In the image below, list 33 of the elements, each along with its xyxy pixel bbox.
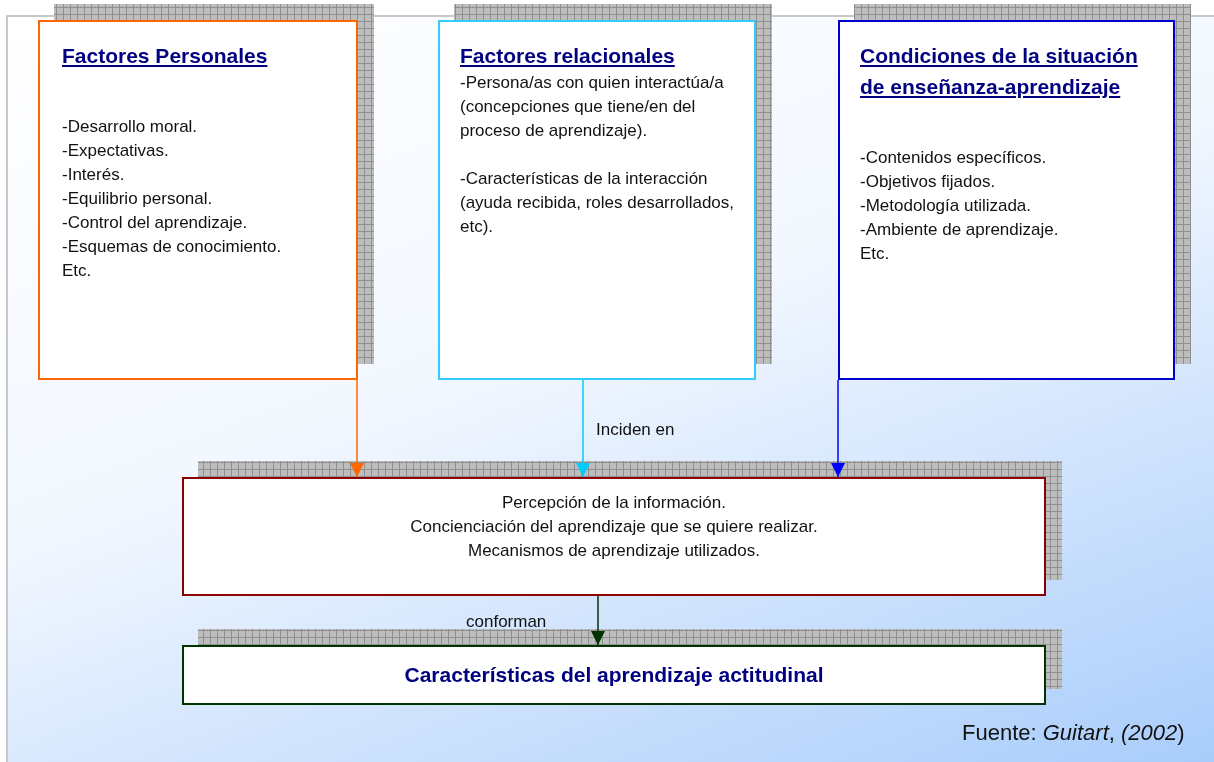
list-item: -Equilibrio personal. xyxy=(62,188,214,210)
edge-label: Inciden en xyxy=(596,420,675,440)
text-box xyxy=(438,20,756,380)
list-item: -Expectativas. xyxy=(62,140,170,162)
list-item: -Interés. xyxy=(62,164,126,186)
list-item: -Esquemas de conocimiento. xyxy=(62,236,283,258)
arrow xyxy=(350,379,364,478)
list-item: -Persona/as con quien interactúa/a (concepciones que tiene/en del proceso de aprendizaje). xyxy=(460,72,725,142)
box-heading: Factores Personales xyxy=(62,43,268,69)
box-title: Características del aprendizaje actitudinal xyxy=(403,662,825,688)
list-item: -Contenidos específicos. xyxy=(860,147,1048,169)
process-box xyxy=(182,477,1046,596)
list-item: Etc. xyxy=(860,243,891,265)
list-item: Etc. xyxy=(62,260,93,282)
edge-label: conforman xyxy=(466,612,547,632)
list-item: -Características de la interacción (ayuda recibida, roles desarrollados, etc). xyxy=(460,168,736,238)
box-heading: Condiciones de la situación de enseñanza-aprendizaje xyxy=(860,43,1139,100)
source-note: Fuente: Guitart, (2002) xyxy=(962,720,1185,746)
text-box xyxy=(38,20,358,380)
box-text: Percepción de la información. xyxy=(501,492,727,514)
arrow xyxy=(831,379,845,478)
arrow xyxy=(591,595,605,646)
text-box xyxy=(838,20,1175,380)
list-item: -Objetivos fijados. xyxy=(860,171,997,193)
list-item: -Desarrollo moral. xyxy=(62,116,199,138)
box-heading: Factores relacionales xyxy=(460,43,675,69)
list-item: -Metodología utilizada. xyxy=(860,195,1033,217)
list-item: -Ambiente de aprendizaje. xyxy=(860,219,1060,241)
list-item: -Control del aprendizaje. xyxy=(62,212,249,234)
arrow xyxy=(576,379,590,478)
process-box xyxy=(182,645,1046,705)
box-text: Mecanismos de aprendizaje utilizados. xyxy=(467,540,761,562)
box-text: Concienciación del aprendizaje que se quiere realizar. xyxy=(409,516,819,538)
